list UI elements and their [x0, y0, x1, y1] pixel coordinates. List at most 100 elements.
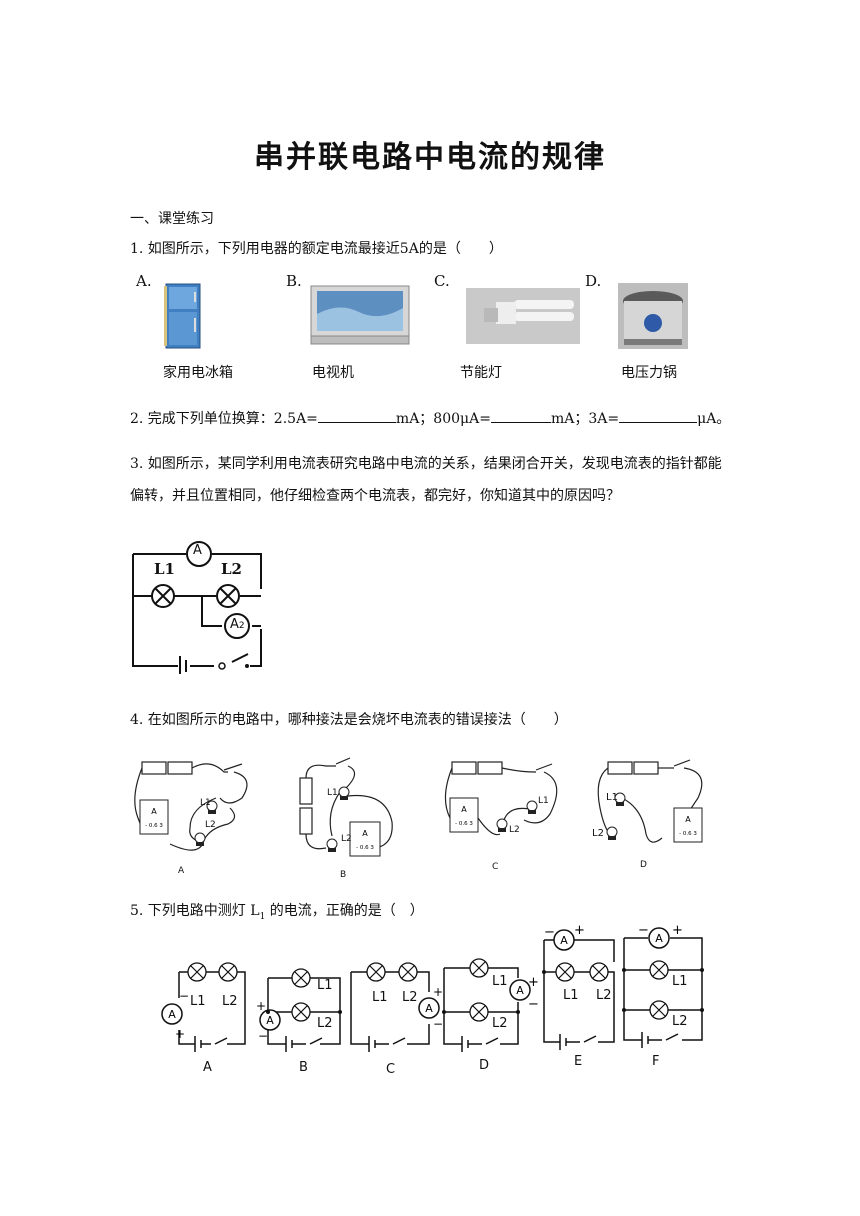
- q5-circuit-f: A − +: [622, 923, 704, 1048]
- q5-figure-label-c: C: [386, 1062, 396, 1077]
- svg-text:- 0.6 3: - 0.6 3: [679, 831, 697, 837]
- q3-a2-letter: A: [230, 617, 239, 632]
- q3-ammeter-a2-label: A2: [230, 617, 245, 632]
- q4d-l2-label: L2: [592, 828, 604, 839]
- q5c-ammeter-a: A: [425, 1002, 433, 1015]
- q2-part2: mA；800μA=: [395, 411, 491, 427]
- q1-option-a-letter: A.: [136, 272, 152, 290]
- q3-circuit-diagram: [132, 541, 262, 674]
- svg-text:- 0.6 3: - 0.6 3: [455, 821, 473, 827]
- q4c-l1-label: L1: [538, 796, 549, 806]
- section-heading: 一、课堂练习: [130, 211, 214, 227]
- q4a-meter-a: A: [151, 807, 157, 816]
- q5a-l2-label: L2: [222, 994, 238, 1009]
- q5b-l2-label: L2: [317, 1016, 333, 1031]
- question-1-text: 1. 如图所示，下列用电器的额定电流最接近5A的是（ ）: [130, 241, 503, 257]
- q4b-l2-label: L2: [341, 834, 352, 844]
- svg-text:- 0.6 3: - 0.6 3: [145, 823, 163, 829]
- pressure-cooker-image: [618, 283, 688, 349]
- q5e-l2-label: L2: [596, 988, 612, 1003]
- q4a-l2-label: L2: [205, 820, 216, 830]
- q5c-l2-label: L2: [402, 990, 418, 1005]
- svg-text:−: −: [179, 989, 189, 1003]
- svg-text:−: −: [433, 1017, 442, 1031]
- q5a-ammeter-a: A: [168, 1008, 176, 1021]
- q2-part3: mA；3A=: [550, 411, 620, 427]
- q2-blank-1[interactable]: [317, 408, 396, 423]
- q5d-l1-label: L1: [492, 974, 508, 989]
- q5-text-post: 的电流，正确的是（ ）: [265, 903, 424, 919]
- q3-a2-sub: 2: [238, 621, 245, 631]
- svg-text:−: −: [544, 925, 555, 940]
- q5-circuit-a: A − +: [161, 962, 246, 1052]
- q4-figure-label-a: A: [178, 866, 185, 876]
- q5e-l1-label: L1: [563, 988, 579, 1003]
- q5-figure-label-b: B: [299, 1060, 308, 1075]
- q4c-meter-a: A: [461, 805, 467, 814]
- q5-figure-label-f: F: [652, 1054, 660, 1069]
- question-3-text: 3. 如图所示，某同学利用电流表研究电路中电流的关系，结果闭合开关，发现电流表的…: [130, 456, 722, 504]
- q5f-l2-label: L2: [672, 1014, 688, 1029]
- q1-option-b-letter: B.: [286, 272, 302, 290]
- svg-text:+: +: [175, 1027, 185, 1041]
- q4d-meter-a: A: [685, 815, 691, 824]
- q5d-ammeter-a: A: [516, 984, 524, 997]
- q5-text-sub: 1: [259, 911, 266, 922]
- svg-text:+: +: [574, 923, 585, 938]
- q5-figure-label-a: A: [203, 1060, 212, 1075]
- page-title: 串并联电路中电流的规律: [254, 140, 606, 175]
- q5-figure-label-e: E: [574, 1054, 583, 1069]
- q5b-ammeter-a: A: [266, 1014, 274, 1027]
- svg-text:+: +: [672, 923, 683, 938]
- q5a-l1-label: L1: [190, 994, 206, 1009]
- q2-suffix: μA。: [697, 411, 731, 427]
- q4-circuit-d: A - 0.6 3: [597, 759, 703, 843]
- q4-circuit-a: A - 0.6 3: [134, 761, 248, 851]
- q4-figure-label-b: B: [340, 870, 347, 880]
- q5c-l1-label: L1: [372, 990, 388, 1005]
- q4a-l1-label: L1: [200, 798, 211, 808]
- q4-circuit-b: A - 0.6 3: [299, 757, 393, 857]
- svg-text:−: −: [528, 997, 539, 1012]
- q3-ammeter-a-label: A: [193, 543, 202, 558]
- q5-circuit-e: A − +: [542, 923, 615, 1050]
- refrigerator-image: [164, 283, 201, 349]
- q2-blank-3[interactable]: [619, 408, 698, 423]
- q4-circuit-c: A - 0.6 3: [444, 761, 558, 836]
- svg-text:−: −: [258, 1029, 268, 1043]
- question-5-text: 5. 下列电路中测灯 L1 的电流，正确的是（ ）: [130, 900, 424, 922]
- q1-option-d-caption: 电压力锅: [621, 365, 677, 381]
- svg-text:+: +: [256, 999, 266, 1013]
- q2-prefix: 2. 完成下列单位换算：2.5A=: [130, 411, 318, 427]
- q5e-ammeter-a: A: [560, 934, 568, 947]
- svg-text:+: +: [433, 985, 442, 999]
- q1-option-a-caption: 家用电冰箱: [163, 365, 233, 381]
- svg-text:−: −: [638, 923, 649, 938]
- q3-l2-label: L2: [221, 560, 242, 578]
- q4b-l1-label: L1: [327, 788, 338, 798]
- q4c-l2-label: L2: [509, 825, 520, 835]
- q5f-l1-label: L1: [672, 974, 688, 989]
- television-image: [310, 285, 410, 345]
- q1-option-d-letter: D.: [585, 272, 602, 290]
- q2-blank-2[interactable]: [490, 408, 551, 423]
- question-2-text: 2. 完成下列单位换算：2.5A= mA；800μA= mA；3A= μA。: [130, 408, 730, 428]
- q4d-l1-label: L1: [606, 792, 618, 803]
- q3-l1-label: L1: [154, 560, 175, 578]
- q5d-l2-label: L2: [492, 1016, 508, 1031]
- q5b-l1-label: L1: [317, 978, 333, 993]
- q5f-ammeter-a: A: [655, 932, 663, 945]
- q1-option-b-caption: 电视机: [312, 365, 354, 381]
- svg-text:- 0.6 3: - 0.6 3: [356, 845, 374, 851]
- q1-option-c-letter: C.: [434, 272, 450, 290]
- q5-figure-label-d: D: [479, 1058, 490, 1073]
- svg-text:+: +: [528, 975, 539, 990]
- q5-circuit-d: A + −: [442, 958, 539, 1052]
- q1-option-c-caption: 节能灯: [460, 365, 502, 381]
- q5-circuit-b: A + −: [256, 968, 342, 1052]
- q4-figure-label-c: C: [492, 862, 499, 872]
- question-4-text: 4. 在如图所示的电路中，哪种接法是会烧坏电流表的错误接法（ ）: [130, 712, 568, 728]
- q4b-meter-a: A: [362, 829, 368, 838]
- q5-text-pre: 5. 下列电路中测灯 L: [130, 903, 260, 919]
